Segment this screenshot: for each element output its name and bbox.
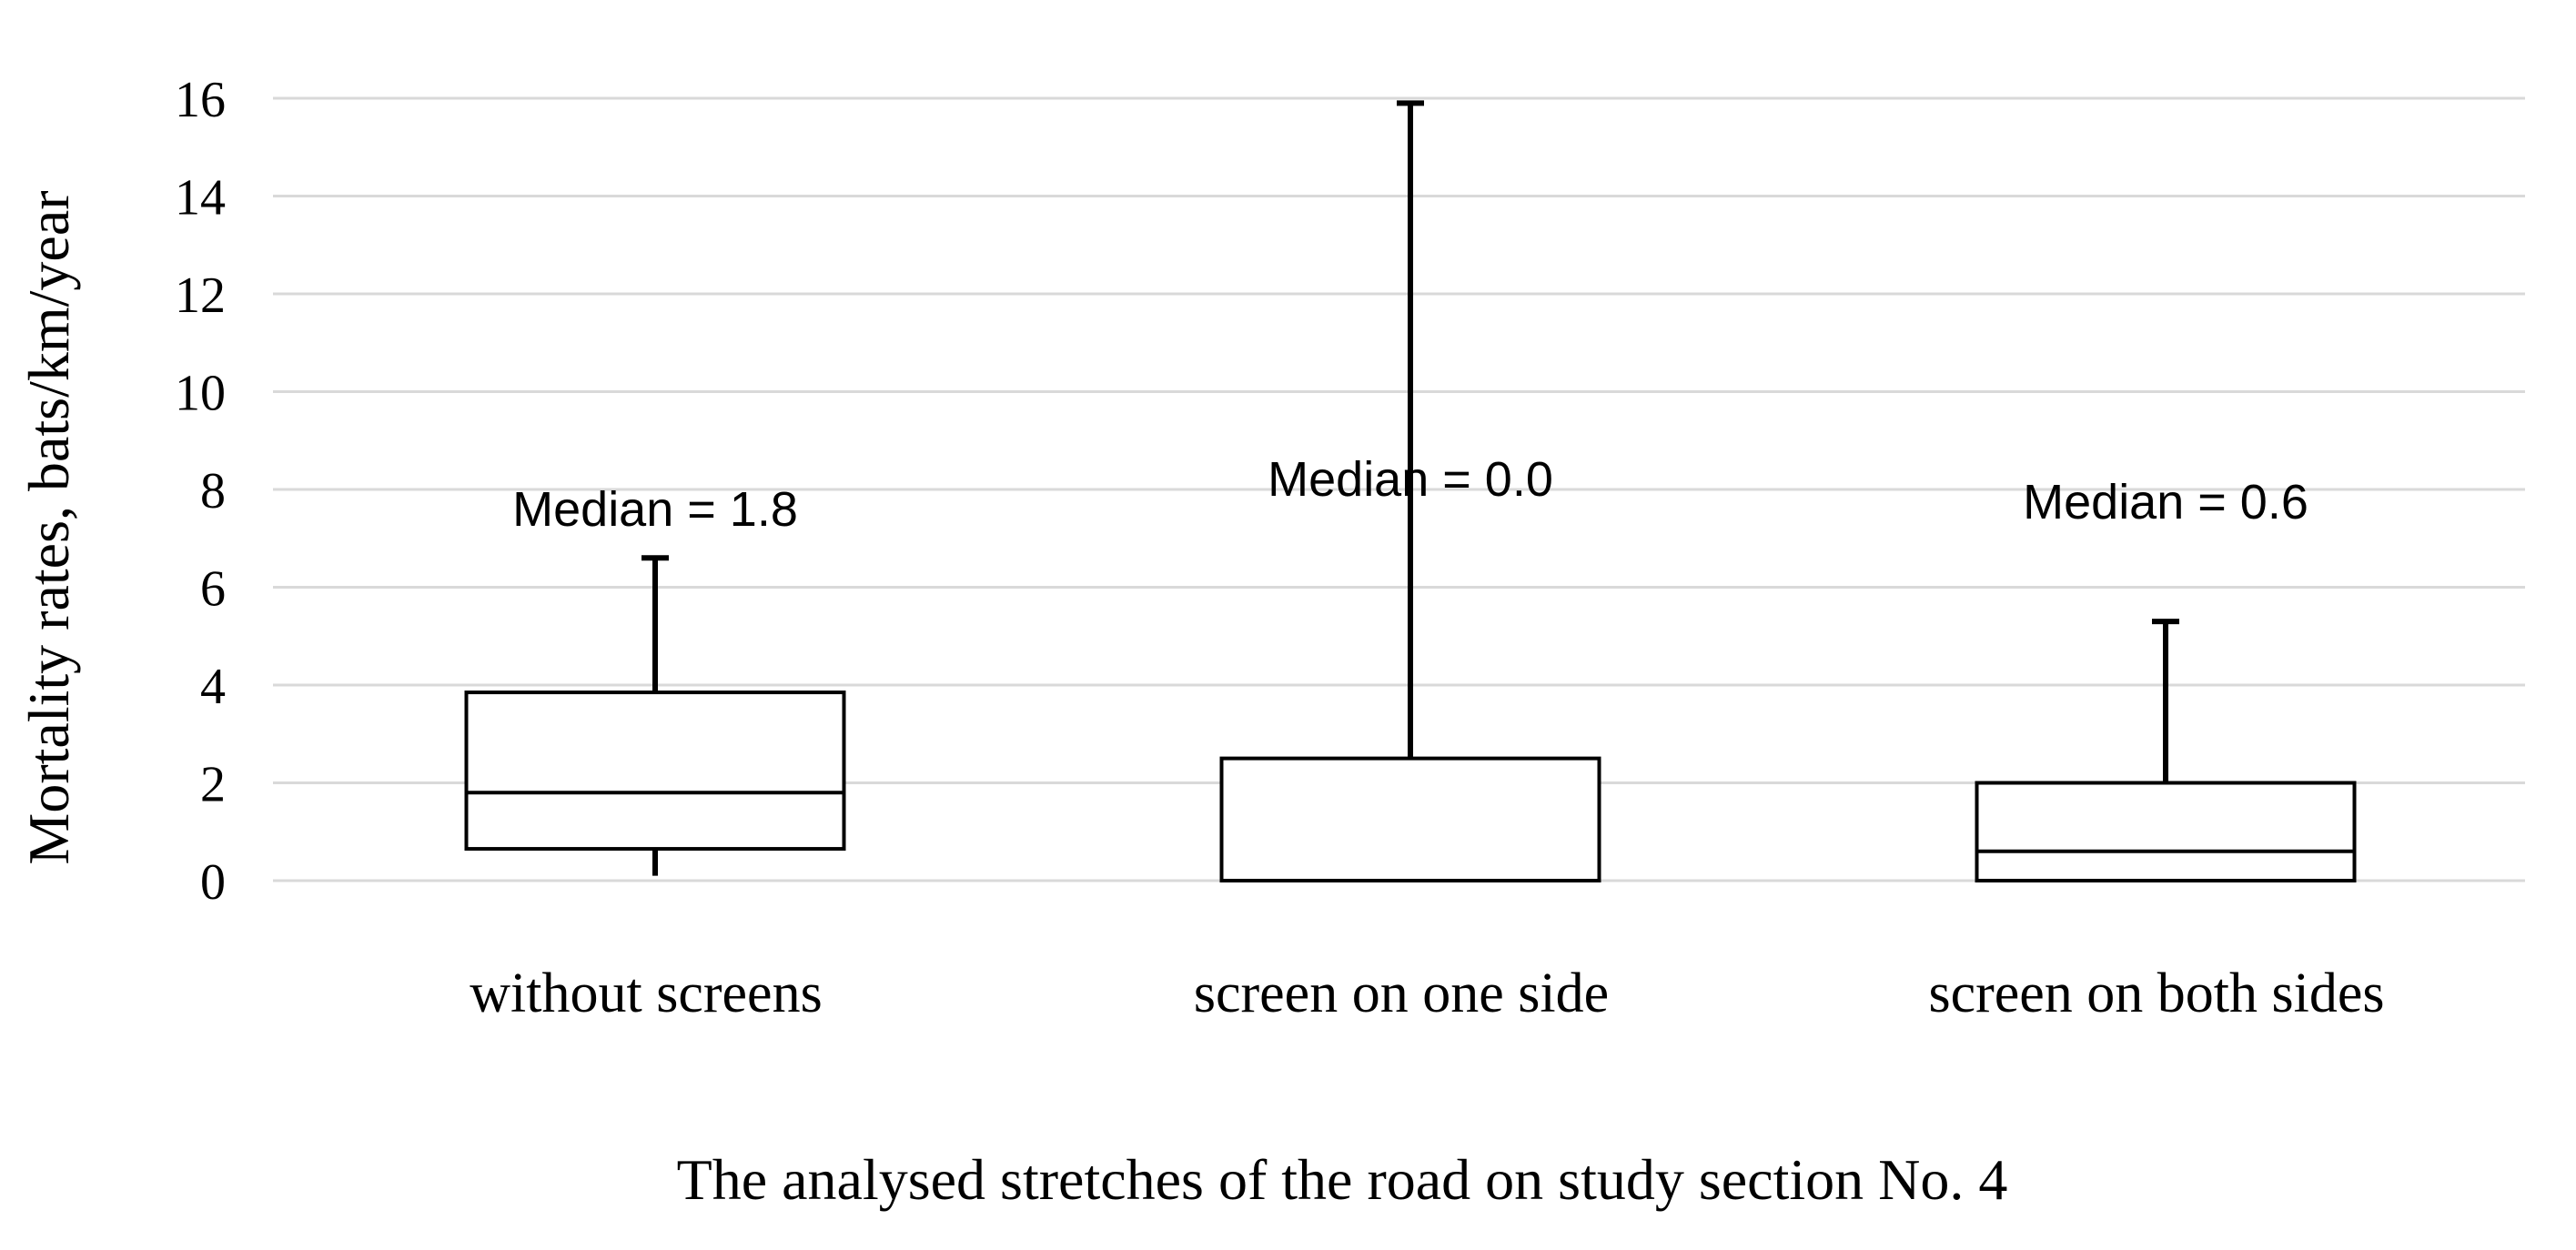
- y-tick-label: 12: [175, 267, 226, 324]
- y-tick-label: 16: [175, 72, 226, 128]
- box: [1975, 781, 2357, 882]
- box-group: Median = 0.0: [1219, 100, 1601, 882]
- y-tick-label: 14: [175, 170, 226, 227]
- boxes: Median = 1.8 Median = 0.0 Median = 0.6: [464, 100, 2357, 882]
- category-label: screen on one side: [1194, 963, 1609, 1024]
- category-label: screen on both sides: [1928, 963, 2384, 1024]
- box-group: Median = 0.6: [1975, 475, 2357, 882]
- box: [464, 691, 846, 852]
- median-annotation: Median = 1.8: [512, 482, 798, 537]
- y-tick-label: 8: [200, 463, 226, 519]
- y-tick-labels: 0 2 4 6 8 10 12 14 16: [175, 72, 226, 911]
- y-axis-title: Mortality rates, bats/km/year: [16, 190, 81, 864]
- box-group: Median = 1.8: [464, 482, 846, 876]
- y-tick-label: 6: [200, 561, 226, 618]
- y-tick-label: 2: [200, 757, 226, 813]
- category-label: without screens: [470, 963, 822, 1024]
- y-tick-label: 4: [200, 659, 226, 715]
- box: [1219, 756, 1601, 882]
- category-labels: without screens screen on one side screen …: [470, 963, 2384, 1024]
- y-tick-label: 10: [175, 366, 226, 422]
- x-axis-title: The analysed stretches of the road on st…: [677, 1147, 2008, 1212]
- median-annotation: Median = 0.6: [2023, 475, 2308, 529]
- median-annotation: Median = 0.0: [1268, 452, 1553, 507]
- y-tick-label: 0: [200, 854, 226, 911]
